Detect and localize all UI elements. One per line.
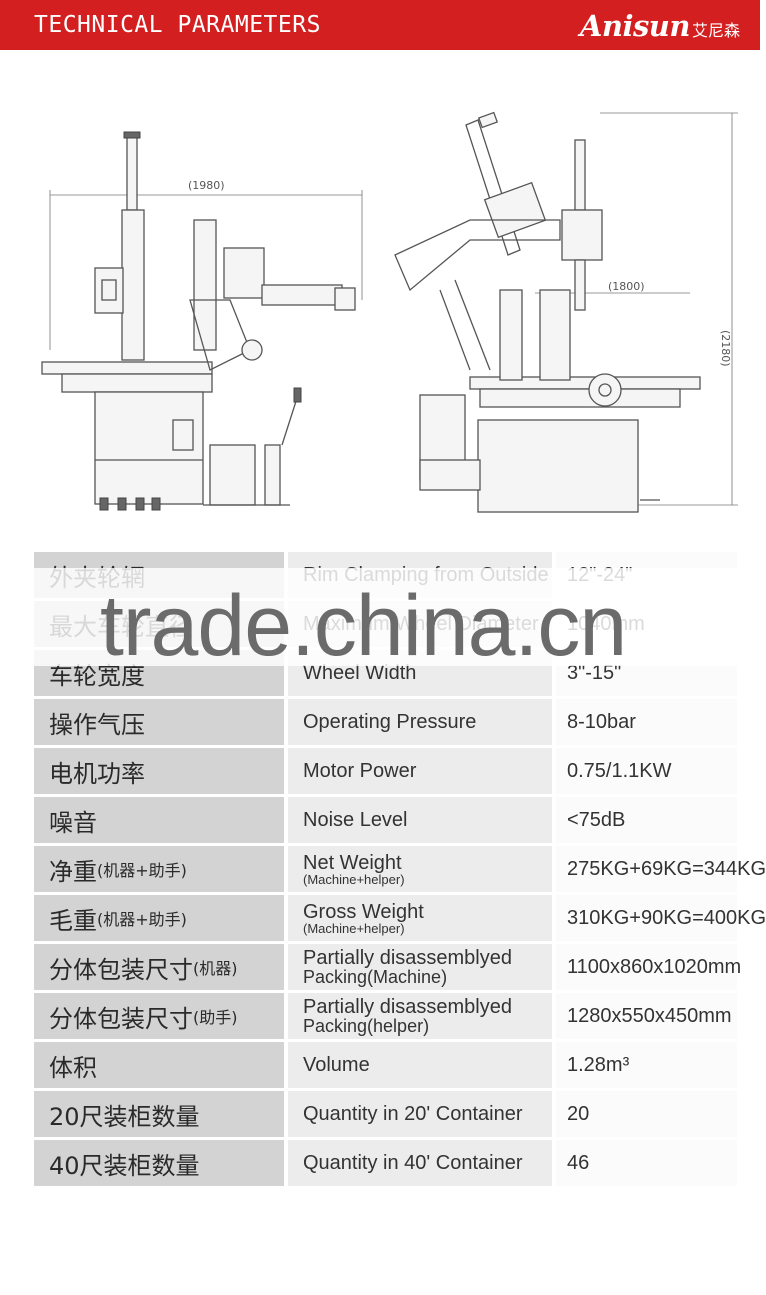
param-name-en-text: Motor Power <box>303 760 417 782</box>
param-name-en: Motor Power <box>284 748 552 794</box>
param-name-en-sub: (Machine+helper) <box>303 920 405 936</box>
param-name-zh: 毛重(机器+助手) <box>34 895 284 941</box>
param-name-zh-sub: (机器+助手) <box>97 910 187 929</box>
param-name-zh-text: 操作气压 <box>49 710 145 739</box>
param-name-zh: 噪音 <box>34 797 284 843</box>
param-name-en-text: Net Weight <box>303 851 402 874</box>
param-name-en: Quantity in 20' Container <box>284 1091 552 1137</box>
dimension-height-label: (2180) <box>719 330 732 367</box>
front-view-drawing: (1980) <box>41 131 363 511</box>
param-name-zh-sub: (机器+助手) <box>97 861 187 880</box>
param-name-zh-text: 车轮宽度 <box>49 661 145 690</box>
dimension-width-label: (1980) <box>188 179 225 192</box>
param-name-zh-text: 噪音 <box>49 808 97 837</box>
param-name-en-text: Partially disassemblyed <box>303 996 512 1018</box>
table-row: 毛重(机器+助手)Gross Weight(Machine+helper)310… <box>34 895 766 941</box>
param-value: 1280x550x450mm <box>552 993 737 1039</box>
param-name-zh-text: 分体包装尺寸 <box>49 1004 193 1033</box>
param-name-en: Volume <box>284 1042 552 1088</box>
brand-logo: Anisun 艾尼森 <box>580 9 740 43</box>
param-name-en-sub: Packing(Machine) <box>303 967 448 987</box>
param-name-zh: 分体包装尺寸(助手) <box>34 993 284 1039</box>
param-name-en: Noise Level <box>284 797 552 843</box>
param-name-en-text: Partially disassemblyed <box>303 947 512 969</box>
param-name-zh: 净重(机器+助手) <box>34 846 284 892</box>
logo-text-en: Anisun <box>579 9 691 43</box>
table-row: 电机功率 Motor Power 0.75/1.1KW <box>34 748 737 794</box>
table-row: 体积 Volume 1.28m³ <box>34 1042 737 1088</box>
watermark-band <box>0 568 760 666</box>
param-name-en-sub: (Machine+helper) <box>303 871 405 887</box>
param-name-en-text: Quantity in 40' Container <box>303 1152 523 1174</box>
param-name-en: Gross Weight(Machine+helper) <box>284 895 552 941</box>
side-view-drawing: (2180) (1800) <box>394 111 738 513</box>
param-name-en-text: Quantity in 20' Container <box>303 1103 523 1125</box>
param-value: 46 <box>552 1140 737 1186</box>
param-name-zh-sub: (机器) <box>193 959 238 978</box>
table-row: 操作气压 Operating Pressure 8-10bar <box>34 699 737 745</box>
param-name-zh: 20尺装柜数量 <box>34 1091 284 1137</box>
param-name-zh: 体积 <box>34 1042 284 1088</box>
param-name-zh-text: 分体包装尺寸 <box>49 955 193 984</box>
param-name-en: Net Weight(Machine+helper) <box>284 846 552 892</box>
param-value: 1.28m³ <box>552 1042 737 1088</box>
param-name-en-text: Gross Weight <box>303 900 424 923</box>
param-value: 20 <box>552 1091 737 1137</box>
param-name-en-text: Operating Pressure <box>303 711 477 733</box>
param-name-zh-text: 40尺装柜数量 <box>49 1151 200 1180</box>
param-name-zh: 电机功率 <box>34 748 284 794</box>
param-value: <75dB <box>552 797 737 843</box>
table-row: 20尺装柜数量 Quantity in 20' Container 20 <box>34 1091 737 1137</box>
logo-text-zh: 艾尼森 <box>691 21 740 40</box>
param-name-en: Operating Pressure <box>284 699 552 745</box>
table-row: 净重(机器+助手)Net Weight(Machine+helper)275KG… <box>34 846 766 892</box>
param-value: 310KG+90KG=400KG <box>552 895 766 941</box>
param-name-zh: 分体包装尺寸(机器) <box>34 944 284 990</box>
param-name-en-text: Wheel Width <box>303 662 417 684</box>
header-bar: TECHNICAL PARAMETERS Anisun 艾尼森 <box>0 0 760 50</box>
param-value: 275KG+69KG=344KG <box>552 846 766 892</box>
param-name-zh-text: 净重 <box>49 857 97 886</box>
page-title: TECHNICAL PARAMETERS <box>34 12 321 38</box>
param-name-zh-text: 20尺装柜数量 <box>49 1102 200 1131</box>
param-name-zh: 操作气压 <box>34 699 284 745</box>
watermark-text: trade.china.cn <box>100 578 627 674</box>
param-name-zh-text: 电机功率 <box>49 759 145 788</box>
param-name-en-sub: Packing(helper) <box>303 1016 430 1036</box>
param-value: 0.75/1.1KW <box>552 748 737 794</box>
machine-drawings: (1980) (2180) <box>41 111 738 513</box>
param-name-zh-sub: (助手) <box>193 1008 238 1027</box>
param-value: 8-10bar <box>552 699 737 745</box>
param-name-en-text: Volume <box>303 1054 370 1076</box>
param-name-zh: 40尺装柜数量 <box>34 1140 284 1186</box>
param-name-en: Quantity in 40' Container <box>284 1140 552 1186</box>
dimension-depth-label: (1800) <box>608 280 645 293</box>
param-name-zh-text: 体积 <box>49 1053 97 1082</box>
param-name-zh-text: 毛重 <box>49 906 97 935</box>
param-name-en-text: Noise Level <box>303 809 408 831</box>
table-row: 40尺装柜数量 Quantity in 40' Container 46 <box>34 1140 737 1186</box>
table-row: 噪音 Noise Level <75dB <box>34 797 737 843</box>
param-value: 1100x860x1020mm <box>552 944 741 990</box>
